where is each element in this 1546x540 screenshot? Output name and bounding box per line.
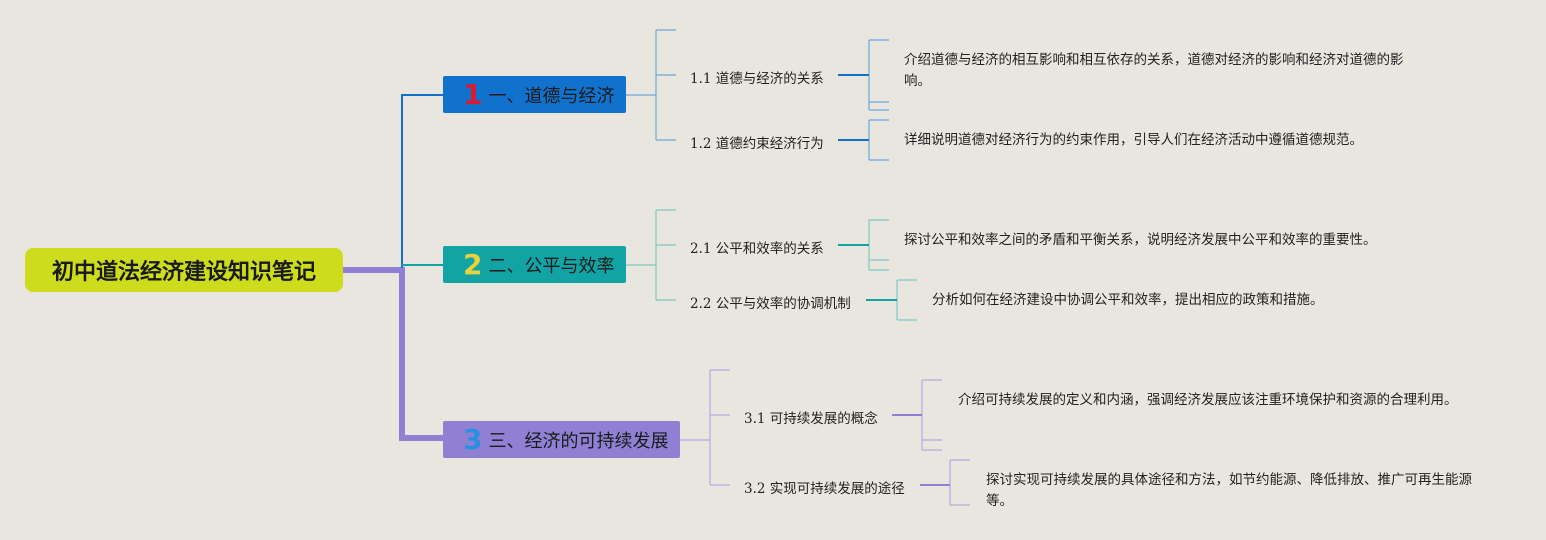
description-3-1[interactable]: 介绍可持续发展的定义和内涵，强调经济发展应该注重环境保护和资源的合理利用。 (958, 392, 1458, 408)
subtopic-2-1[interactable]: 2.1 公平和效率的关系 (690, 241, 824, 257)
subtopic-1-2[interactable]: 1.2 道德约束经济行为 (690, 136, 824, 152)
description-1-2[interactable]: 详细说明道德对经济行为的约束作用，引导人们在经济活动中遵循道德规范。 (904, 132, 1363, 148)
branch-number-2: 2 (463, 248, 483, 281)
subtopic-1-1[interactable]: 1.1 道德与经济的关系 (690, 71, 824, 87)
branch-topic-1[interactable]: 1 一、道德与经济 (443, 76, 626, 113)
subtopic-3-1[interactable]: 3.1 可持续发展的概念 (744, 411, 878, 427)
branch-topic-2[interactable]: 2 二、公平与效率 (443, 246, 626, 283)
branch-number-1: 1 (463, 78, 483, 111)
branch-title-2: 二、公平与效率 (488, 255, 615, 277)
description-2-2[interactable]: 分析如何在经济建设中协调公平和效率，提出相应的政策和措施。 (932, 292, 1324, 308)
root-title: 初中道法经济建设知识笔记 (51, 260, 316, 285)
subtopic-3-2[interactable]: 3.2 实现可持续发展的途径 (744, 481, 905, 497)
description-2-1[interactable]: 探讨公平和效率之间的矛盾和平衡关系，说明经济发展中公平和效率的重要性。 (904, 232, 1377, 248)
branch-number-3: 3 (463, 423, 483, 456)
branch-title-3: 三、经济的可持续发展 (488, 430, 669, 452)
branch-topic-3[interactable]: 3 三、经济的可持续发展 (443, 421, 680, 458)
description-3-2[interactable]: 探讨实现可持续发展的具体途径和方法，如节约能源、降低排放、推广可再生能源等。 (986, 472, 1472, 509)
root-topic[interactable]: 初中道法经济建设知识笔记 (25, 248, 343, 292)
subtopic-2-2[interactable]: 2.2 公平与效率的协调机制 (690, 296, 851, 312)
description-1-1[interactable]: 介绍道德与经济的相互影响和相互依存的关系，道德对经济的影响和经济对道德的影响。 (904, 52, 1404, 89)
branch-title-1: 一、道德与经济 (488, 85, 615, 107)
